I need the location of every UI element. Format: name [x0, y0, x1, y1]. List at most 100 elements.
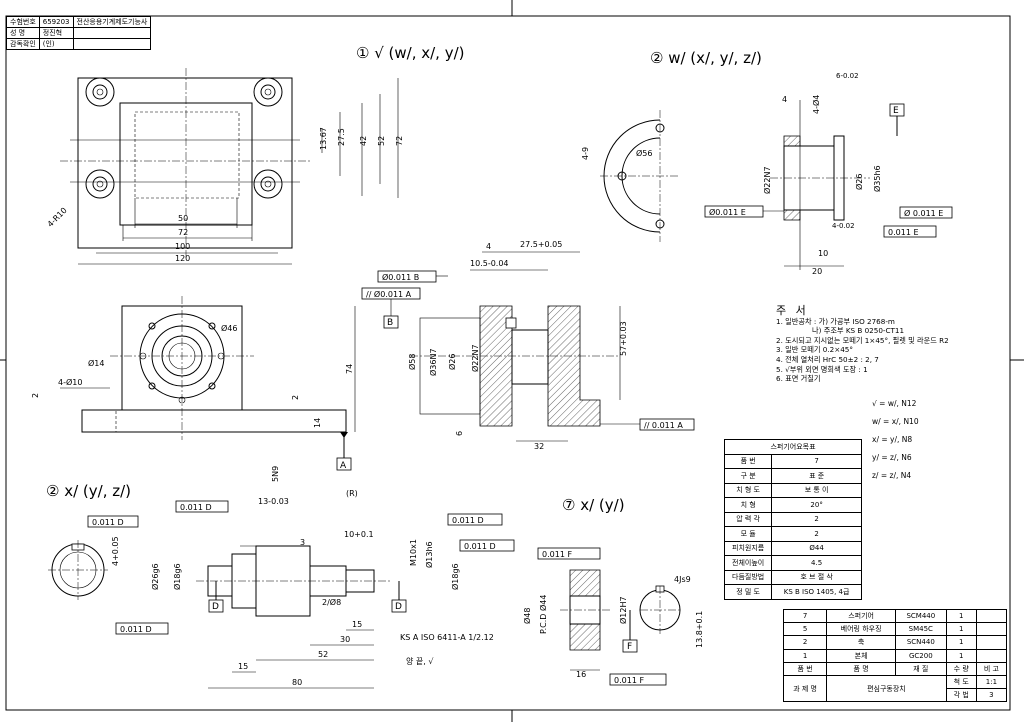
- fcf-shaft-3: 0.011 D: [447, 513, 503, 526]
- scale-label: 척 도: [945, 674, 977, 690]
- roughness-item: y/ = z/, N6: [872, 453, 912, 462]
- dim-80: 80: [292, 678, 302, 687]
- project-name: 편심구동장치: [826, 674, 947, 703]
- header-name: 품 명: [826, 661, 897, 676]
- fcf-o-0011-e-text: Ø 0.011 E: [904, 208, 943, 218]
- note-line: 4. 전체 열처리 HrC 50±2 : 2, 7: [776, 354, 879, 364]
- dim-o13h6: Ø13h6: [424, 541, 434, 568]
- roughness-item: √ = w/, N12: [872, 399, 917, 408]
- dim-100: 100: [175, 242, 190, 251]
- dim-5n9: 5N9: [271, 466, 280, 482]
- parts-row: 5 베어링 하우징 SM45C 1: [782, 622, 1008, 637]
- header-no: 품 번: [782, 661, 828, 676]
- fcf-shaft-5: 0.011 D: [115, 622, 169, 635]
- roughness-item: w/ = x/, N10: [872, 417, 919, 426]
- roughness-legend: √ = w/, N12 w/ = x/, N10 x/ = y/, N8 y/ …: [872, 395, 919, 485]
- fcf-par-0011-a: // 0.011 A: [600, 418, 695, 431]
- dim-72b: 72: [395, 136, 404, 146]
- fcf-perp-0011-e: 0.011 E: [883, 225, 937, 238]
- fcf-par-0011-a-text: // 0.011 A: [644, 421, 683, 430]
- top-bolt-holes: [85, 77, 283, 199]
- part5-section-view: 4 27.5+0.05 10.5-0.04 Ø58 Ø36N7 Ø26 Ø22N…: [407, 240, 628, 451]
- note-line: 2. 도시되고 지시없는 모떼기 1×45°, 필렛 및 라운드 R2: [776, 335, 949, 345]
- spec-label: 다듬질방법: [723, 569, 773, 585]
- dim-4-p2: 4: [782, 95, 787, 104]
- dim-3: 3: [300, 538, 305, 547]
- dim-2-right: 2: [291, 395, 300, 400]
- info-label: 성 명: [6, 27, 40, 39]
- drawing-border: [5, 15, 1011, 711]
- spur-gear-title: 스퍼기어요목표: [724, 439, 862, 455]
- info-label: 수험번호: [6, 16, 40, 28]
- note-line: 5. √부위 외면 명회색 도장 : 1: [776, 364, 868, 374]
- info-extra: [72, 38, 152, 50]
- dim-o58: Ø58: [407, 354, 417, 370]
- dim-o46: Ø46: [221, 323, 237, 333]
- header-qty: 수 량: [945, 661, 977, 676]
- angle-value: 3: [975, 688, 1008, 703]
- dim-30: 30: [340, 635, 350, 644]
- fcf-gear-2-text: 0.011 F: [614, 676, 644, 685]
- dim-13-8: 13.8+0.1: [695, 611, 704, 648]
- callout-ksa: KS A ISO 6411-A 1/2.12: [400, 633, 494, 642]
- dim-o18g6-right: Ø18g6: [450, 563, 460, 590]
- fcf-par-o0011-a: // Ø0.011 A B: [361, 287, 421, 329]
- part-qty: 1: [945, 608, 977, 624]
- dim-74: 74: [345, 364, 354, 374]
- dim-120: 120: [175, 254, 190, 263]
- dim-m10x1: M10x1: [409, 539, 418, 566]
- datum-e: [889, 103, 905, 117]
- fcf-gear-2: 0.011 F: [609, 673, 667, 686]
- notes-block: 주 서 1. 일반공차 : 가) 가공부 ISO 2768-m 나) 주조부 K…: [776, 304, 949, 384]
- angle-label: 각 법: [945, 688, 977, 703]
- shaft-end-circle: 4+0.05: [48, 536, 120, 600]
- dim-4-005: 4+0.05: [111, 536, 120, 566]
- spec-label: 품 번: [723, 453, 773, 469]
- spec-value: 2: [771, 526, 862, 542]
- dim-57: 57+0.03: [619, 321, 628, 356]
- part7-gear-view: Ø48 P.C.D Ø44 Ø12H7 13.8+0.1 4Js9 16 F: [522, 569, 704, 679]
- dim-27-5-sec: 27.5+0.05: [520, 240, 562, 249]
- note-line: 1. 일반공차 : 가) 가공부 ISO 2768-m: [776, 316, 895, 326]
- shaft-side-view: Ø26g6 Ø18g6 M10x1 Ø13h6 Ø18g6 5N9 13-0.0…: [150, 466, 494, 689]
- dim-15-b: 15: [238, 662, 248, 671]
- part1-label: ① √ (w/, x/, y/): [356, 44, 465, 62]
- dim-4-r10: 4-R10: [46, 206, 69, 229]
- dim-6: 6: [455, 431, 464, 436]
- part2-flange-view: 4 4-Ø4 6-0.02 Ø22N7 Ø26 Ø35h6 4-0.02 10 …: [762, 72, 905, 276]
- part-no: 1: [782, 648, 828, 663]
- spec-value: 20°: [771, 497, 862, 513]
- spec-label: 전체이높이: [723, 555, 773, 571]
- datum-d-left-label: D: [212, 602, 219, 612]
- dim-o35h6: Ø35h6: [872, 165, 882, 192]
- datum-f-label: F: [627, 642, 632, 652]
- info-block: 수험번호 659203 전산응용기계제도기능사 성 명 정진혁 감독확인 (인): [6, 16, 152, 50]
- dim-4-o4: 4-Ø4: [811, 95, 821, 114]
- spec-value: 보 통 이: [771, 482, 862, 498]
- header-material: 재 질: [895, 661, 947, 676]
- info-row: 성 명 정진혁: [6, 27, 152, 39]
- parts-list: 7 스퍼기어 SCM440 1 5 베어링 하우징 SM45C 1 2 축 SC…: [782, 608, 1008, 703]
- dim-15: 15: [352, 620, 362, 629]
- dim-32: 32: [534, 442, 544, 451]
- datum-d-right-label: D: [395, 602, 402, 612]
- dim-10-01: 10+0.1: [344, 530, 374, 539]
- info-row: 수험번호 659203 전산응용기계제도기능사: [6, 16, 152, 28]
- notes-title: 주 서: [776, 304, 809, 317]
- dim-o22n7-p2: Ø22N7: [762, 166, 772, 194]
- spec-label: 피치원지름: [723, 540, 773, 556]
- dim-16: 16: [576, 670, 586, 679]
- part-name: 스퍼기어: [826, 608, 897, 624]
- dim-20: 20: [812, 267, 822, 276]
- part-qty: 1: [945, 622, 977, 637]
- fcf-shaft-3-text: 0.011 D: [452, 516, 484, 525]
- datum-a: [336, 457, 352, 471]
- project-label: 과 제 명: [782, 674, 828, 703]
- parts-row: 7 스퍼기어 SCM440 1: [782, 608, 1008, 624]
- part-no: 5: [782, 622, 828, 637]
- callout-r: (R): [346, 489, 358, 498]
- dim-6-002: 6-0.02: [836, 72, 859, 80]
- dim-4-o10: 4-Ø10: [58, 377, 82, 387]
